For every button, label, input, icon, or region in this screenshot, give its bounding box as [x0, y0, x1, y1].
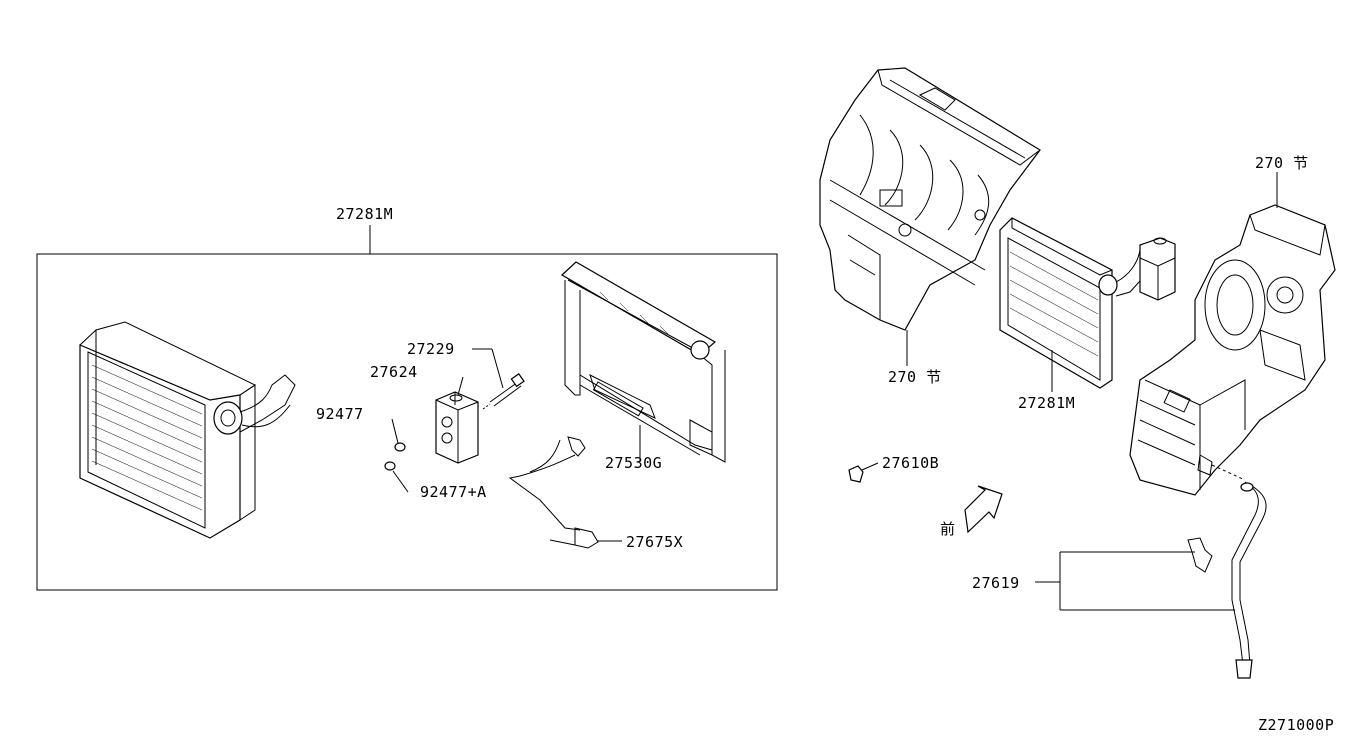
evaporator-core — [79, 321, 296, 539]
drain-hose — [1187, 464, 1267, 679]
label-clip[interactable]: 27610B — [882, 454, 939, 472]
label-assembly-box[interactable]: 27281M — [336, 205, 393, 223]
heater-unit-upper — [819, 67, 1041, 331]
front-arrow-icon — [964, 485, 1003, 534]
label-sensor[interactable]: 27675X — [626, 533, 683, 551]
assembly-box-frame — [36, 253, 778, 591]
valve-bolt — [482, 373, 525, 410]
label-expansion-valve[interactable]: 27624 — [370, 363, 418, 381]
label-drain-hose[interactable]: 27619 — [972, 574, 1020, 592]
diagram-code: Z271000P — [1258, 716, 1334, 734]
label-valve-bolt[interactable]: 27229 — [407, 340, 455, 358]
label-right-unit[interactable]: 270 节 — [1255, 154, 1309, 172]
expansion-valve — [435, 391, 479, 464]
label-o-ring[interactable]: 92477 — [316, 405, 364, 423]
hvac-unit-right — [1129, 204, 1336, 496]
thermo-sensor — [508, 436, 599, 549]
label-front-mark: 前 — [940, 520, 956, 538]
evaporator-frame — [560, 261, 726, 463]
clip — [848, 462, 879, 483]
evaporator-right — [999, 217, 1176, 389]
o-ring-a — [384, 461, 409, 493]
label-frame[interactable]: 27530G — [605, 454, 662, 472]
o-ring — [391, 418, 406, 452]
label-evaporator-right[interactable]: 27281M — [1018, 394, 1075, 412]
label-o-ring-a[interactable]: 92477+A — [420, 483, 487, 501]
label-upper-unit[interactable]: 270 节 — [888, 368, 942, 386]
